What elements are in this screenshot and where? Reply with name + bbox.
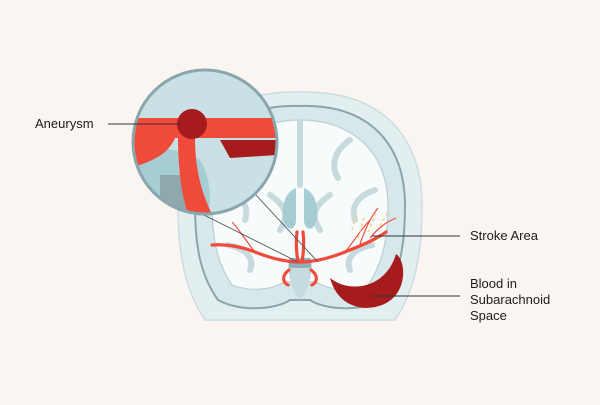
brainstem bbox=[288, 262, 312, 300]
blood-label-line-2: Subarachnoid bbox=[470, 292, 551, 307]
zoom-connectors bbox=[197, 193, 319, 263]
blood-subarachnoid-label: Blood in Subarachnoid Space bbox=[470, 276, 550, 324]
aneurysm-sac bbox=[177, 109, 207, 139]
magnifier-ring bbox=[131, 68, 279, 216]
aneurysm-label: Aneurysm bbox=[35, 116, 94, 131]
blood-label-line-3: Space bbox=[470, 308, 507, 323]
left-ventricle bbox=[282, 188, 296, 229]
stroke-area-label: Stroke Area bbox=[470, 228, 538, 243]
stroke-area-marks bbox=[351, 211, 389, 239]
blood-label-line-1: Blood in bbox=[470, 276, 517, 291]
right-ventricle bbox=[304, 188, 318, 229]
subarachnoid-blood bbox=[330, 254, 404, 308]
